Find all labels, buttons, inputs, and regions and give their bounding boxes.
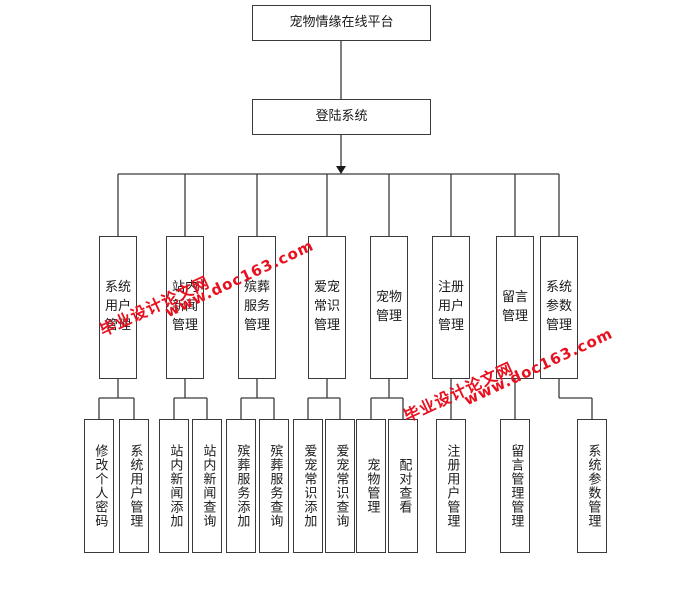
leaf-knowledge-query: 爱宠常识查询 (325, 419, 355, 553)
module-pet-knowledge: 爱宠 常识 管理 (308, 236, 346, 379)
module-news: 站内 新闻 管理 (166, 236, 204, 379)
leaf-news-add: 站内新闻添加 (159, 419, 189, 553)
leaf-pairing-view: 配对查看 (388, 419, 418, 553)
module-system-param: 系统 参数 管理 (540, 236, 578, 379)
leaf-knowledge-add: 爱宠常识添加 (293, 419, 323, 553)
leaf-system-user-manage: 系统用户管理 (119, 419, 149, 553)
leaf-change-password: 修改个人密码 (84, 419, 114, 553)
leaf-message-manage: 留言管理管理 (500, 419, 530, 553)
leaf-system-param-manage: 系统参数管理 (577, 419, 607, 553)
arrow-head (336, 166, 346, 174)
module-message: 留言 管理 (496, 236, 534, 379)
module-system-user: 系统 用户 管理 (99, 236, 137, 379)
login-node: 登陆系统 (252, 99, 431, 135)
leaf-pet-manage: 宠物管理 (356, 419, 386, 553)
leaf-funeral-query: 殡葬服务查询 (259, 419, 289, 553)
module-funeral: 殡葬 服务 管理 (238, 236, 276, 379)
module-pet: 宠物 管理 (370, 236, 408, 379)
module-registered-user: 注册 用户 管理 (432, 236, 470, 379)
root-node: 宠物情缘在线平台 (252, 5, 431, 41)
leaf-news-query: 站内新闻查询 (192, 419, 222, 553)
leaf-registered-user-manage: 注册用户管理 (436, 419, 466, 553)
leaf-funeral-add: 殡葬服务添加 (226, 419, 256, 553)
